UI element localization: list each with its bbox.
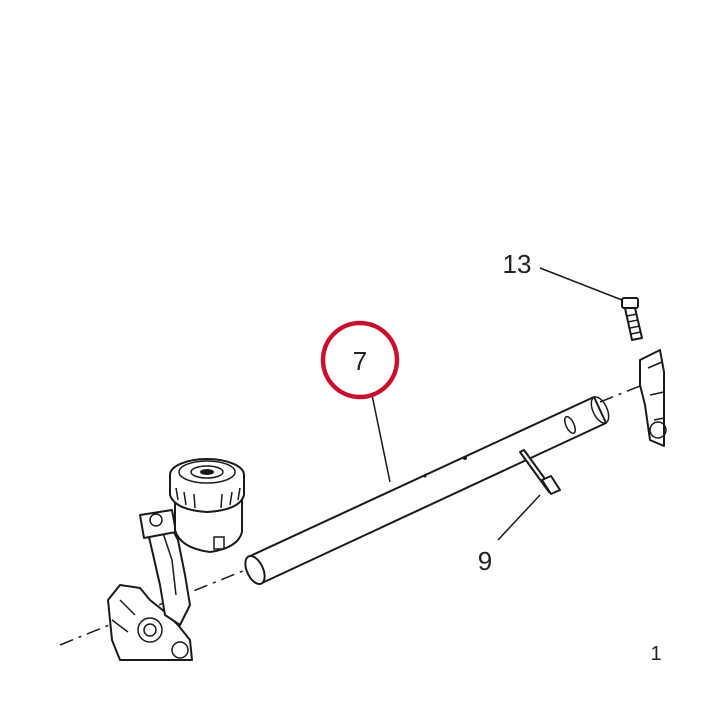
center-axis	[59, 385, 641, 646]
bolt	[621, 297, 643, 341]
page-marker: 1	[650, 643, 661, 665]
callout-9: 9	[478, 546, 492, 576]
highlight-circle	[320, 320, 400, 400]
leader-9	[497, 494, 541, 541]
right-clamp-partial	[639, 349, 667, 447]
leader-7	[371, 394, 391, 483]
callout-13: 13	[503, 249, 532, 279]
leader-13	[539, 267, 623, 301]
handlebar-tube	[244, 396, 610, 586]
pin	[519, 449, 561, 495]
master-cylinder-assembly	[107, 458, 245, 661]
callout-7: 7	[353, 346, 367, 376]
